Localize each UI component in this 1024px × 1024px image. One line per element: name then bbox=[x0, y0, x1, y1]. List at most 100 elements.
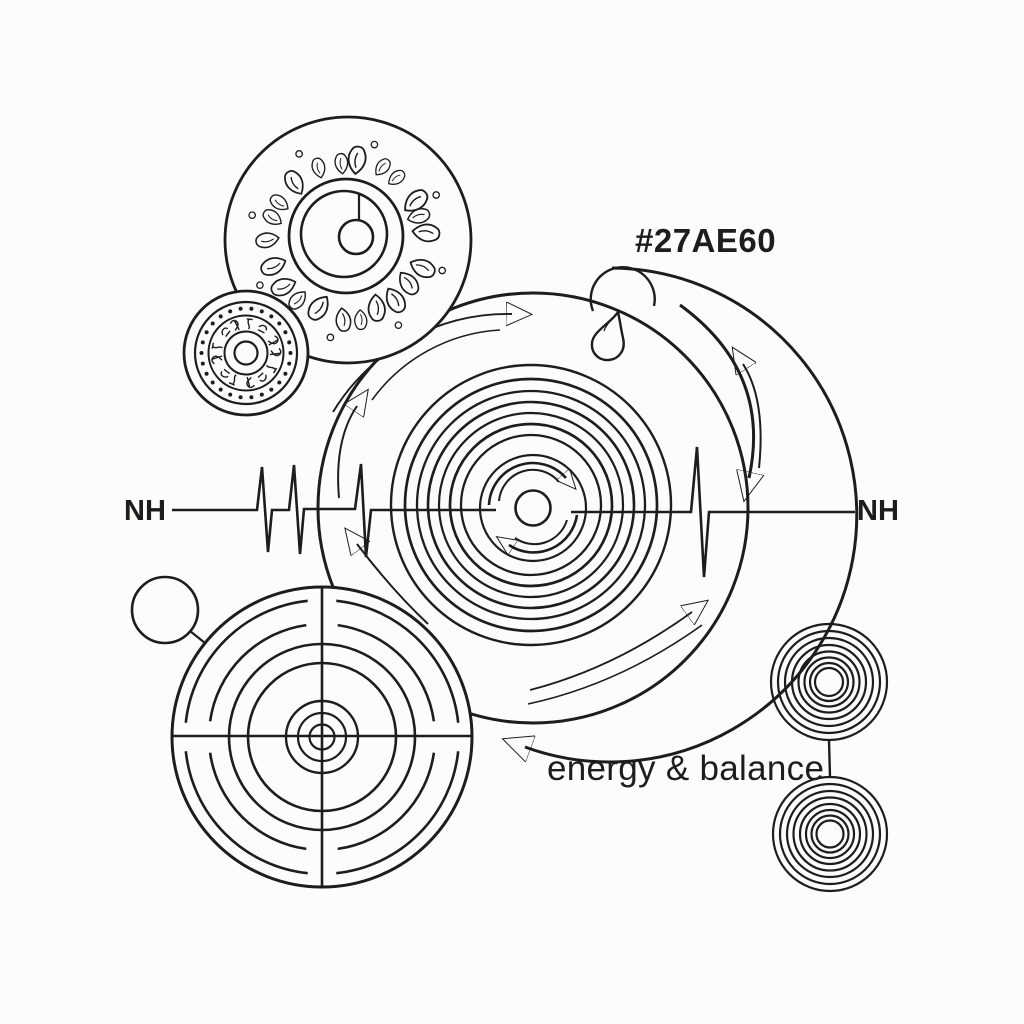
coil-ring bbox=[813, 666, 845, 698]
medallion-dot bbox=[287, 361, 292, 366]
medallion-dot bbox=[210, 380, 215, 385]
left-line-label: NH bbox=[124, 495, 166, 527]
petal-curl bbox=[256, 281, 264, 290]
coil-ring bbox=[798, 802, 862, 866]
medallion-ring bbox=[223, 330, 269, 376]
medallion-dot bbox=[269, 387, 274, 392]
medallion-dot bbox=[204, 330, 209, 335]
twin-coil-stack bbox=[769, 622, 889, 893]
medallion-dot bbox=[283, 371, 288, 376]
medallion-dot bbox=[249, 395, 254, 400]
medallion-dot bbox=[259, 392, 264, 397]
flow-ring bbox=[389, 363, 673, 647]
medallion-dot bbox=[210, 321, 215, 326]
flow-arrow-bottom-right bbox=[529, 612, 692, 691]
medallion-dot bbox=[249, 306, 254, 311]
coil-ring bbox=[771, 775, 889, 893]
coil-ring bbox=[808, 661, 850, 703]
droplet-highlight bbox=[603, 317, 614, 332]
coil-bottom bbox=[771, 775, 889, 893]
petal-curl bbox=[438, 266, 447, 275]
right-line-label: NH bbox=[857, 495, 899, 527]
flow-arrow-top-tail bbox=[371, 329, 501, 401]
clockwise-rotation-arrows bbox=[487, 461, 579, 552]
coil-ring bbox=[778, 782, 882, 886]
medallion-dot bbox=[200, 340, 205, 345]
mandala-outer-circle bbox=[223, 115, 473, 365]
coil-ring bbox=[783, 636, 875, 728]
satellite-connector bbox=[189, 630, 206, 644]
coil-ring bbox=[792, 796, 868, 872]
petal-curl bbox=[370, 140, 379, 149]
flow-ring bbox=[426, 400, 636, 610]
center-hub-circle bbox=[514, 489, 552, 527]
flow-caption: energy & balance bbox=[547, 749, 824, 788]
mandala-ring bbox=[299, 189, 389, 279]
labyrinth-arc bbox=[208, 623, 307, 722]
droplet-cap-arc bbox=[589, 266, 656, 312]
coil-ring bbox=[790, 643, 868, 721]
rotation-arrow-top-inner-arc bbox=[498, 468, 560, 502]
labyrinth-arc bbox=[336, 599, 460, 723]
coil-top bbox=[769, 622, 889, 742]
heartbeat-baseline bbox=[172, 446, 855, 578]
droplet-icon bbox=[590, 308, 625, 362]
flow-ring-inner bbox=[478, 453, 588, 563]
flow-arrow-right-up bbox=[743, 364, 762, 469]
flow-ring bbox=[415, 389, 647, 621]
coil-ring bbox=[797, 650, 861, 714]
medallion-dot bbox=[277, 321, 282, 326]
medallion-dot bbox=[200, 361, 205, 366]
labyrinth-arc bbox=[184, 599, 308, 723]
rune-medallion-coin bbox=[182, 289, 310, 417]
coil-ring bbox=[810, 814, 850, 854]
medallion-dot bbox=[218, 314, 223, 319]
labyrinth-arc bbox=[184, 751, 308, 875]
flow-ring bbox=[459, 433, 603, 577]
labyrinth-arc bbox=[337, 752, 436, 851]
rotation-arrow-top bbox=[487, 461, 566, 506]
medallion-dot bbox=[228, 392, 233, 397]
medallion-dot bbox=[199, 351, 204, 355]
flow-arrow-bottom-right-tail bbox=[527, 624, 703, 705]
coil-ring bbox=[769, 622, 889, 742]
medallion-ring bbox=[207, 314, 285, 392]
flow-ring bbox=[437, 411, 625, 599]
mandala-petal-ring bbox=[248, 140, 447, 342]
satellite-circle bbox=[130, 575, 200, 645]
rotation-arrow-bottom bbox=[509, 514, 579, 552]
petal-curl bbox=[432, 191, 441, 199]
labyrinth-arc bbox=[208, 752, 307, 851]
target-gapped-arcs bbox=[184, 599, 460, 875]
floral-mandala-circle bbox=[223, 115, 473, 365]
petal-curl bbox=[248, 211, 257, 220]
medallion-dot bbox=[287, 340, 292, 345]
coil-ring bbox=[785, 789, 875, 879]
medallion-hole bbox=[233, 340, 259, 366]
flow-arrow-bottom-left bbox=[357, 544, 429, 625]
mandala-core-circle bbox=[337, 218, 375, 256]
coil-ring bbox=[776, 629, 882, 735]
petal-curl bbox=[394, 321, 403, 330]
coil-ring bbox=[804, 808, 856, 860]
mandala-ring bbox=[287, 177, 405, 295]
petal-curl bbox=[295, 150, 303, 158]
flow-sweep-arc bbox=[525, 266, 859, 764]
medallion-dot bbox=[238, 395, 243, 400]
flow-ring bbox=[448, 422, 614, 588]
medallion-dot bbox=[238, 306, 243, 311]
coil-connector bbox=[827, 739, 832, 778]
medallion-dot-ring bbox=[199, 306, 293, 400]
flow-arrow-left-up bbox=[337, 406, 357, 499]
medallion-dot bbox=[283, 330, 288, 335]
medallion-dot bbox=[228, 309, 233, 314]
medallion-dot bbox=[204, 371, 209, 376]
labyrinth-target-crosshair bbox=[130, 575, 474, 889]
medallion-dot bbox=[288, 351, 293, 355]
labyrinth-arc bbox=[336, 751, 460, 875]
medallion-outer-circle bbox=[182, 289, 310, 417]
medallion-dot bbox=[259, 309, 264, 314]
medallion-dot bbox=[269, 314, 274, 319]
concentric-flow-system bbox=[316, 266, 859, 764]
